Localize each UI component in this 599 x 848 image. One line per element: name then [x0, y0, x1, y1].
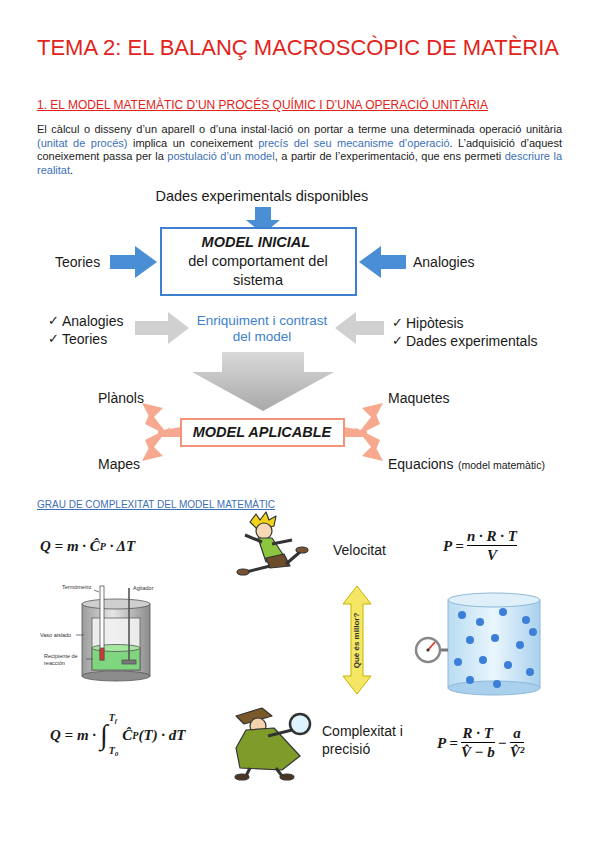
limit-subscript: 0	[115, 750, 119, 758]
body-text: .	[70, 164, 73, 176]
big-down-arrow	[192, 352, 334, 411]
running-man	[237, 512, 308, 575]
box-text: del comportament del sistema	[172, 252, 345, 290]
highlight-text: precís del seu mecanisme d’operació	[258, 137, 449, 149]
formula: Q = m · ĈP · ΔT	[40, 538, 135, 555]
detective	[235, 708, 310, 780]
axis-label: Velocitat	[333, 542, 386, 558]
grey-arrow	[335, 312, 384, 344]
question-label: Què és millor?	[352, 612, 361, 668]
formula-part: Q = m · Ĉ	[40, 538, 100, 555]
limit: T	[109, 712, 115, 723]
input-arrow	[359, 246, 406, 278]
formula: P =n · R · TV	[443, 528, 520, 564]
page-title: TEMA 2: EL BALANÇ MACROSCÒPIC DE MATÈRIA	[37, 34, 562, 61]
highlight-text: postulació d’un model	[167, 150, 274, 162]
gas-beaker	[416, 593, 540, 695]
formula-part: P =	[437, 735, 458, 752]
result-box: MODEL APLICABLE	[180, 418, 345, 447]
body-text: El càlcul o disseny d’un aparell o d’una…	[37, 123, 562, 135]
formula-part: Ĉ	[122, 727, 132, 744]
box-text: MODEL APLICABLE	[193, 424, 332, 440]
formula-part: (T) · dT	[138, 727, 185, 744]
denominator: V̂²	[510, 742, 525, 761]
grey-arrow	[135, 312, 189, 344]
denominator: V̂ − b	[461, 742, 495, 761]
part-label: Vaso aislado	[40, 632, 71, 639]
list-item: Hipòtesis	[406, 315, 464, 331]
formula: P =R · TV̂ − b−aV̂²	[437, 725, 527, 761]
formula-part: P =	[443, 538, 464, 555]
output-note: (model matemàtic)	[458, 459, 545, 471]
output-label: Maquetes	[388, 390, 449, 406]
output-label: Plànols	[98, 390, 144, 406]
axis-label: Complexitat i precisió	[322, 722, 412, 758]
list-item: Analogies	[62, 313, 124, 329]
integral-sign: ∫	[100, 719, 108, 751]
formula-subscript: P	[132, 730, 138, 741]
part-label: Termómetro	[62, 584, 91, 591]
check-mark: ✓	[48, 313, 59, 328]
list-item: Teories	[62, 331, 107, 347]
input-label: Analogies	[413, 254, 475, 270]
process-box: MODEL INICIALdel comportament del sistem…	[160, 227, 357, 296]
formula-part: −	[498, 735, 507, 752]
input-label: Teories	[55, 254, 100, 270]
list-item: Dades experimentals	[406, 333, 538, 349]
highlight-text: (unitat de procés)	[37, 137, 127, 149]
box-text: MODEL INICIAL	[202, 233, 310, 252]
formula-part: · ΔT	[110, 538, 136, 555]
check-mark: ✓	[392, 315, 403, 330]
input-label: Dades experimentals disponibles	[156, 188, 369, 204]
formula: Q = m ·∫TfT0ĈP(T) · dT	[50, 712, 186, 758]
output-label: Mapes	[98, 456, 140, 472]
body-text: , a partir de l’experimentació, que ens …	[275, 150, 501, 162]
body-text: implica un coneixement	[133, 137, 253, 149]
paragraph: El càlcul o disseny d’un aparell o d’una…	[37, 123, 562, 177]
numerator: n · R · T	[467, 528, 517, 545]
denominator: V	[467, 545, 517, 564]
output-arrows	[142, 403, 383, 461]
process-label: Enriquiment i contrast del model	[187, 313, 337, 345]
limit: T	[109, 745, 115, 756]
check-mark: ✓	[48, 331, 59, 346]
limit-subscript: f	[115, 717, 117, 725]
numerator: a	[510, 725, 525, 742]
output-label: Equacions	[388, 456, 453, 472]
part-label: Recipiente de reacción	[44, 653, 84, 666]
input-arrow	[110, 246, 157, 278]
numerator: R · T	[461, 725, 495, 742]
double-arrow	[343, 586, 371, 694]
formula-subscript: P	[100, 541, 106, 552]
calorimeter	[76, 586, 150, 681]
section-heading: 1. EL MODEL MATEMÀTIC D’UN PROCÉS QUÍMIC…	[37, 98, 488, 112]
subsection-heading: GRAU DE COMPLEXITAT DEL MODEL MATEMÀTIC	[37, 499, 275, 510]
check-mark: ✓	[392, 333, 403, 348]
part-label: Agitador	[133, 585, 154, 592]
formula-part: Q = m ·	[50, 727, 96, 744]
